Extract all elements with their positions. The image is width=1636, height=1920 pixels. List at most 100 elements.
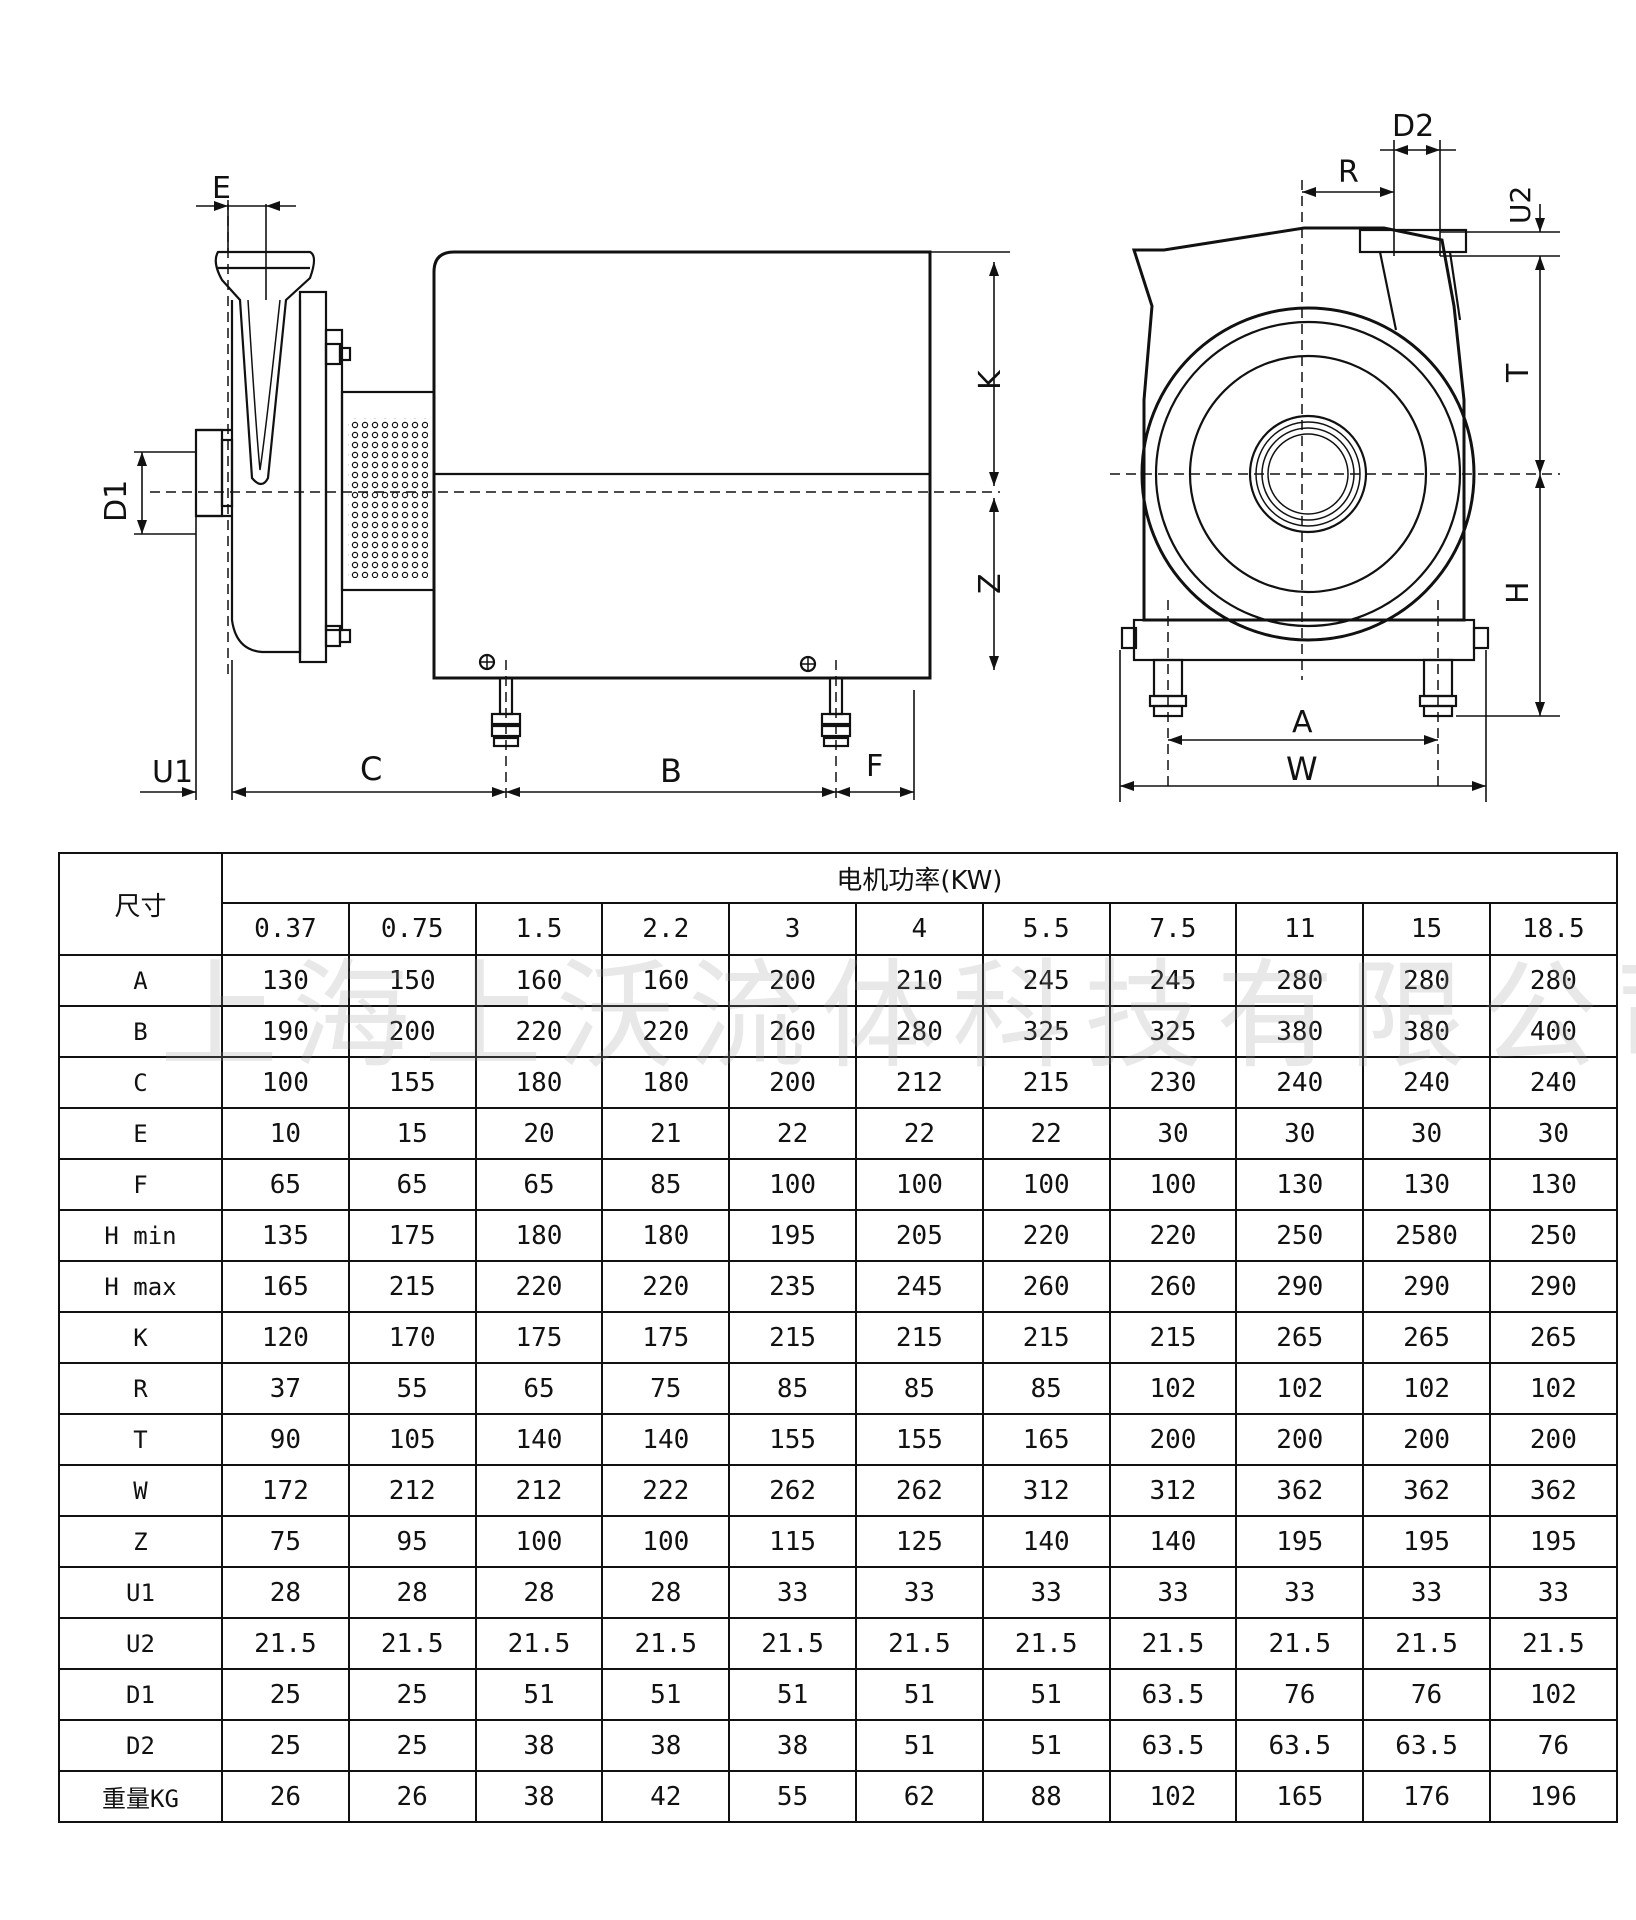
table-cell: 240 [1488,1056,1618,1109]
table-cell: 260 [1108,1260,1238,1313]
table-cell: 100 [981,1158,1111,1211]
table-cell: 130 [221,954,350,1007]
table-cell: 222 [601,1464,731,1517]
table-cell: 55 [728,1770,857,1823]
power-column-header: 11 [1235,902,1365,956]
table-cell: 200 [1108,1413,1238,1466]
table-cell: 130 [1488,1158,1618,1211]
row-label: R [58,1362,223,1415]
table-cell: 28 [347,1566,477,1619]
table-cell: 37 [221,1362,350,1415]
table-cell: 76 [1488,1719,1618,1772]
row-label: W [58,1464,223,1517]
table-cell: 200 [728,1056,857,1109]
table-cell: 100 [854,1158,984,1211]
table-cell: 102 [1108,1362,1238,1415]
row-label: 重量KG [58,1770,223,1823]
table-cell: 33 [728,1566,857,1619]
table-cell: 33 [981,1566,1111,1619]
table-cell: 102 [1362,1362,1491,1415]
table-cell: 312 [1108,1464,1238,1517]
table-cell: 176 [1362,1770,1491,1823]
table-cell: 180 [474,1056,604,1109]
table-cell: 380 [1362,1005,1491,1058]
label-R: R [1338,155,1359,190]
table-cell: 290 [1235,1260,1365,1313]
table-cell: 63.5 [1235,1719,1365,1772]
table-cell: 215 [981,1056,1111,1109]
table-cell: 38 [474,1770,604,1823]
table-cell: 15 [347,1107,477,1160]
table-cell: 25 [347,1719,477,1772]
table-cell: 63.5 [1108,1668,1238,1721]
table-cell: 325 [1108,1005,1238,1058]
power-column-header: 15 [1362,902,1491,956]
table-cell: 250 [1235,1209,1365,1262]
label-U1: U1 [152,755,193,790]
table-cell: 21.5 [1488,1617,1618,1670]
table-cell: 200 [1235,1413,1365,1466]
table-cell: 290 [1362,1260,1491,1313]
table-cell: 21.5 [347,1617,477,1670]
side-view: E D1 K Z U1 C B F [99,171,1010,800]
table-cell: 280 [1362,954,1491,1007]
table-cell: 51 [601,1668,731,1721]
label-B: B [660,752,682,790]
label-E: E [212,171,231,206]
table-cell: 25 [221,1719,350,1772]
screw-right [799,655,817,673]
table-cell: 22 [981,1107,1111,1160]
table-cell: 63.5 [1108,1719,1238,1772]
table-cell: 30 [1108,1107,1238,1160]
table-cell: 51 [474,1668,604,1721]
table-cell: 75 [221,1515,350,1568]
table-cell: 65 [474,1158,604,1211]
table-cell: 102 [1235,1362,1365,1415]
table-cell: 120 [221,1311,350,1364]
row-label: K [58,1311,223,1364]
label-K: K [973,369,1008,390]
table-cell: 250 [1488,1209,1618,1262]
table-cell: 165 [1235,1770,1365,1823]
table-cell: 30 [1362,1107,1491,1160]
table-cell: 25 [221,1668,350,1721]
table-cell: 102 [1488,1362,1618,1415]
table-cell: 95 [347,1515,477,1568]
table-cell: 21.5 [981,1617,1111,1670]
table-cell: 38 [601,1719,731,1772]
table-cell: 325 [981,1005,1111,1058]
table-cell: 190 [221,1005,350,1058]
table-cell: 220 [474,1005,604,1058]
table-cell: 245 [854,1260,984,1313]
table-cell: 245 [981,954,1111,1007]
label-T: T [1501,363,1536,383]
row-label: D1 [58,1668,223,1721]
label-A: A [1292,705,1313,740]
table-cell: 265 [1488,1311,1618,1364]
table-cell: 200 [728,954,857,1007]
table-cell: 76 [1362,1668,1491,1721]
table-cell: 28 [601,1566,731,1619]
table-cell: 38 [474,1719,604,1772]
power-column-header: 4 [854,902,984,956]
power-column-header: 5.5 [981,902,1111,956]
table-cell: 195 [1235,1515,1365,1568]
table-cell: 235 [728,1260,857,1313]
label-W: W [1286,750,1318,788]
table-cell: 100 [601,1515,731,1568]
table-cell: 130 [1235,1158,1365,1211]
row-label: Z [58,1515,223,1568]
table-cell: 160 [474,954,604,1007]
table-cell: 75 [601,1362,731,1415]
table-cell: 21.5 [854,1617,984,1670]
table-cell: 200 [1362,1413,1491,1466]
table-cell: 280 [854,1005,984,1058]
table-cell: 212 [854,1056,984,1109]
table-cell: 42 [601,1770,731,1823]
table-cell: 140 [474,1413,604,1466]
table-cell: 200 [347,1005,477,1058]
